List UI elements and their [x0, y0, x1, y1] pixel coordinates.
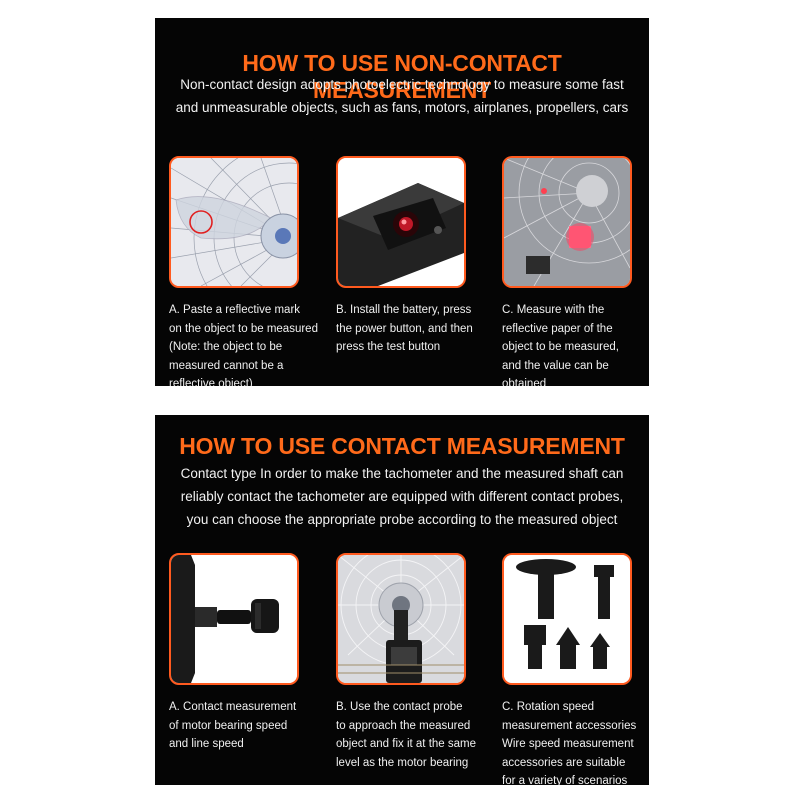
- caption-line: object to be measured,: [502, 341, 619, 353]
- step-caption: A. Contact measurement of motor bearing …: [169, 698, 329, 754]
- caption-line: C. Measure with the: [502, 304, 605, 316]
- caption-line: measurement accessories: [502, 719, 637, 732]
- caption-line: obtained: [502, 378, 547, 386]
- non-contact-panel: HOW TO USE NON-CONTACT MEASUREMENT Non-c…: [155, 18, 649, 386]
- caption-line: the power button, and then: [336, 322, 473, 335]
- caption-line: press the test button: [336, 341, 441, 353]
- caption-line: measured cannot be a: [169, 359, 284, 372]
- non-contact-title: HOW TO USE NON-CONTACT MEASUREMENT: [242, 50, 562, 103]
- non-contact-description: Non-contact design adopts photoelectric …: [165, 73, 639, 119]
- caption-line: and the value can be: [502, 359, 609, 372]
- non-contact-step-c: C. Measure with the reflective paper of …: [502, 156, 649, 386]
- caption-line: accessories are suitable: [502, 756, 626, 769]
- contact-step-a: A. Contact measurement of motor bearing …: [169, 553, 329, 754]
- caption-line: reflective paper of the: [502, 322, 613, 335]
- step-caption: C. Measure with the reflective paper of …: [502, 301, 649, 386]
- caption-line: Wire speed measurement: [502, 738, 634, 750]
- caption-line: (Note: the object to be: [169, 341, 283, 353]
- description-line: and unmeasurable objects, such as fans, …: [175, 100, 629, 115]
- contact-description: Contact type In order to make the tachom…: [165, 462, 639, 531]
- caption-line: object and fix it at the same: [336, 738, 476, 750]
- caption-line: for a variety of scenarios: [502, 775, 628, 785]
- caption-line: reflective object): [169, 378, 253, 386]
- caption-line: A. Paste a reflective mark: [169, 304, 301, 316]
- non-contact-step-a: A. Paste a reflective mark on the object…: [169, 156, 329, 386]
- caption-line: A. Contact measurement: [169, 701, 297, 713]
- non-contact-step-b: B. Install the battery, press the power …: [336, 156, 496, 357]
- probe-accessories-image: [502, 553, 632, 685]
- description-line: Non-contact design adopts photoelectric …: [180, 77, 624, 92]
- caption-line: C. Rotation speed: [502, 701, 595, 713]
- caption-line: to approach the measured: [336, 719, 471, 732]
- contact-step-c: C. Rotation speed measurement accessorie…: [502, 553, 649, 785]
- contact-step-b: B. Use the contact probe to approach the…: [336, 553, 496, 772]
- description-line: Contact type In order to make the tachom…: [180, 466, 624, 481]
- contact-title: HOW TO USE CONTACT MEASUREMENT: [179, 433, 625, 459]
- step-caption: B. Use the contact probe to approach the…: [336, 698, 496, 772]
- description-line: reliably contact the tachometer are equi…: [180, 489, 624, 504]
- contact-probe-image: [169, 553, 299, 685]
- description-line: you can choose the appropriate probe acc…: [186, 512, 618, 527]
- fan-motor-probe-image: [336, 553, 466, 685]
- caption-line: level as the motor bearing: [336, 756, 469, 769]
- caption-line: B. Use the contact probe: [336, 701, 463, 713]
- caption-line: and line speed: [169, 738, 244, 750]
- caption-line: B. Install the battery, press: [336, 304, 472, 316]
- caption-line: of motor bearing speed: [169, 719, 288, 732]
- sensor-closeup-image: [336, 156, 466, 288]
- step-caption: B. Install the battery, press the power …: [336, 301, 496, 357]
- caption-line: on the object to be measured: [169, 322, 318, 335]
- contact-panel: HOW TO USE CONTACT MEASUREMENT Contact t…: [155, 415, 649, 785]
- step-caption: C. Rotation speed measurement accessorie…: [502, 698, 649, 785]
- laser-measure-image: [502, 156, 632, 288]
- step-caption: A. Paste a reflective mark on the object…: [169, 301, 329, 386]
- fan-blade-image: [169, 156, 299, 288]
